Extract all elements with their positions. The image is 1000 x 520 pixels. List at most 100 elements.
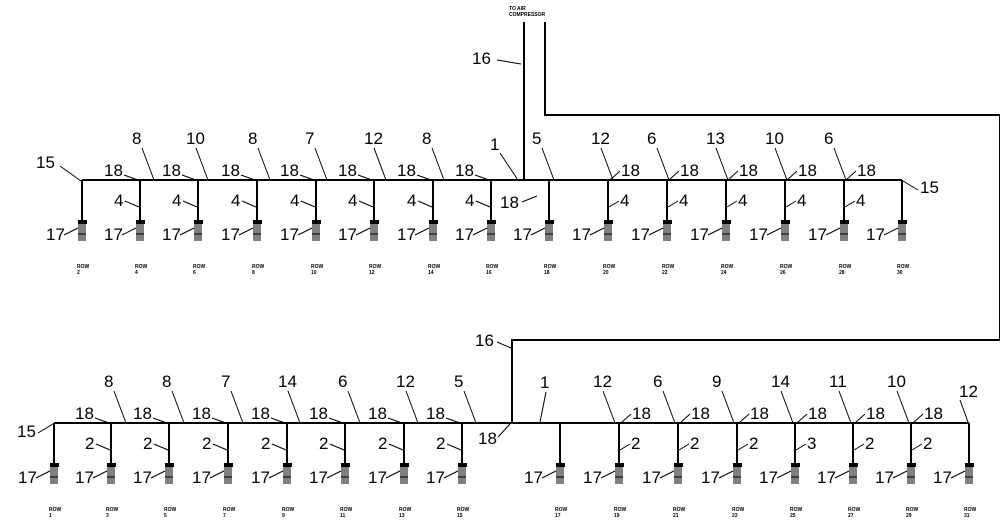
upper-drop-label: 4 bbox=[407, 191, 416, 210]
upper-drop-label: 4 bbox=[679, 191, 688, 210]
upper-segment-label: 6 bbox=[824, 129, 833, 148]
upper-nozzle bbox=[487, 220, 496, 241]
upper-segment-label: 10 bbox=[765, 129, 784, 148]
upper-nozzle-label: 17 bbox=[690, 225, 709, 244]
upper-segment-label: 8 bbox=[422, 129, 431, 148]
upper-junction-label: 18 bbox=[162, 161, 181, 180]
lower-junction-label: 18 bbox=[75, 404, 94, 423]
upper-row-number: 28 bbox=[839, 270, 845, 276]
lower-segment-label: 8 bbox=[104, 372, 113, 391]
lower-feed-label: 16 bbox=[475, 331, 494, 350]
lower-row-number: 19 bbox=[614, 513, 620, 519]
upper-junction-label: 18 bbox=[857, 161, 876, 180]
upper-segment-label: 8 bbox=[248, 129, 257, 148]
upper-junction-label: 18 bbox=[221, 161, 240, 180]
upper-nozzle bbox=[722, 220, 731, 241]
lower-row-word: ROW bbox=[106, 507, 119, 513]
lower-row-word: ROW bbox=[964, 507, 977, 513]
upper-row-number: 16 bbox=[486, 270, 492, 276]
upper-row-number: 26 bbox=[780, 270, 786, 276]
lower-row-number: 3 bbox=[106, 513, 109, 519]
upper-end-left-label: 15 bbox=[36, 153, 55, 172]
lower-drop-label: 2 bbox=[631, 434, 640, 453]
lower-row-word: ROW bbox=[614, 507, 627, 513]
upper-row-number: 18 bbox=[544, 270, 550, 276]
lower-drop-label: 2 bbox=[143, 434, 152, 453]
upper-row-number: 10 bbox=[311, 270, 317, 276]
upper-row-word: ROW bbox=[369, 264, 382, 270]
lower-junction-label: 18 bbox=[192, 404, 211, 423]
upper-drop-label: 4 bbox=[465, 191, 474, 210]
lower-row-number: 11 bbox=[340, 513, 346, 519]
lower-nozzle bbox=[400, 463, 409, 484]
upper-row-word: ROW bbox=[486, 264, 499, 270]
upper-row-number: 2 bbox=[77, 270, 80, 276]
upper-center-tee-label: 18 bbox=[500, 193, 519, 212]
lower-nozzle-label: 17 bbox=[583, 468, 602, 487]
upper-nozzle-label: 17 bbox=[46, 225, 65, 244]
lower-row-word: ROW bbox=[673, 507, 686, 513]
lower-row-word: ROW bbox=[732, 507, 745, 513]
upper-drop-label: 4 bbox=[231, 191, 240, 210]
lower-junction-label: 18 bbox=[368, 404, 387, 423]
lower-nozzle-label: 17 bbox=[18, 468, 37, 487]
upper-nozzle-label: 17 bbox=[162, 225, 181, 244]
lower-nozzle-label: 17 bbox=[701, 468, 720, 487]
lower-junction-label: 18 bbox=[866, 404, 885, 423]
upper-drop-label: 4 bbox=[738, 191, 747, 210]
upper-nozzle-label: 17 bbox=[866, 225, 885, 244]
lower-nozzle-label: 17 bbox=[642, 468, 661, 487]
upper-row-number: 24 bbox=[721, 270, 727, 276]
upper-nozzle-label: 17 bbox=[280, 225, 299, 244]
lower-row-number: 9 bbox=[282, 513, 285, 519]
lower-segment-label: 11 bbox=[829, 372, 847, 391]
lower-nozzle-label: 17 bbox=[759, 468, 778, 487]
upper-nozzle-label: 17 bbox=[455, 225, 474, 244]
lower-segment-label: 6 bbox=[338, 372, 347, 391]
upper-nozzle-label: 17 bbox=[749, 225, 768, 244]
lower-row-word: ROW bbox=[848, 507, 861, 513]
lower-junction-label: 18 bbox=[632, 404, 651, 423]
upper-junction-label: 18 bbox=[680, 161, 699, 180]
lower-segment-label: 14 bbox=[771, 372, 790, 391]
upper-manifold: 17ROW217ROW417ROW617ROW817ROW1017ROW1217… bbox=[46, 129, 910, 276]
upper-nozzle-label: 17 bbox=[104, 225, 123, 244]
lower-row-word: ROW bbox=[790, 507, 803, 513]
lower-junction-label: 18 bbox=[426, 404, 445, 423]
upper-row-number: 14 bbox=[428, 270, 434, 276]
lower-nozzle bbox=[615, 463, 624, 484]
upper-drop-label: 4 bbox=[348, 191, 357, 210]
upper-row-word: ROW bbox=[311, 264, 324, 270]
lower-nozzle bbox=[165, 463, 174, 484]
upper-row-word: ROW bbox=[897, 264, 910, 270]
upper-row-word: ROW bbox=[252, 264, 265, 270]
lower-end-left-label: 15 bbox=[17, 422, 36, 441]
lower-nozzle-label: 17 bbox=[309, 468, 328, 487]
upper-row-word: ROW bbox=[77, 264, 90, 270]
upper-nozzle bbox=[312, 220, 321, 241]
upper-row-word: ROW bbox=[662, 264, 675, 270]
lower-row-number: 31 bbox=[964, 513, 970, 519]
lower-drop-label: 2 bbox=[923, 434, 932, 453]
lower-segment-label: 12 bbox=[593, 372, 612, 391]
upper-end-right-label: 15 bbox=[920, 178, 939, 197]
lower-row-number: 15 bbox=[457, 513, 463, 519]
lower-nozzle bbox=[556, 463, 565, 484]
upper-nozzle bbox=[545, 220, 554, 241]
lower-segment-label: 5 bbox=[454, 372, 463, 391]
lower-drop-label: 3 bbox=[807, 434, 816, 453]
upper-row-number: 6 bbox=[193, 270, 196, 276]
upper-nozzle bbox=[781, 220, 790, 241]
upper-row-word: ROW bbox=[780, 264, 793, 270]
lower-nozzle bbox=[224, 463, 233, 484]
upper-nozzle-label: 17 bbox=[397, 225, 416, 244]
upper-nozzle-label: 17 bbox=[221, 225, 240, 244]
lower-nozzle-label: 17 bbox=[933, 468, 952, 487]
upper-junction-label: 18 bbox=[104, 161, 123, 180]
lower-junction-label: 18 bbox=[133, 404, 152, 423]
lower-drop-label: 2 bbox=[749, 434, 758, 453]
upper-drop-label: 4 bbox=[290, 191, 299, 210]
upper-segment-label: 12 bbox=[591, 129, 610, 148]
lower-row-number: 5 bbox=[164, 513, 167, 519]
upper-nozzle-label: 17 bbox=[338, 225, 357, 244]
